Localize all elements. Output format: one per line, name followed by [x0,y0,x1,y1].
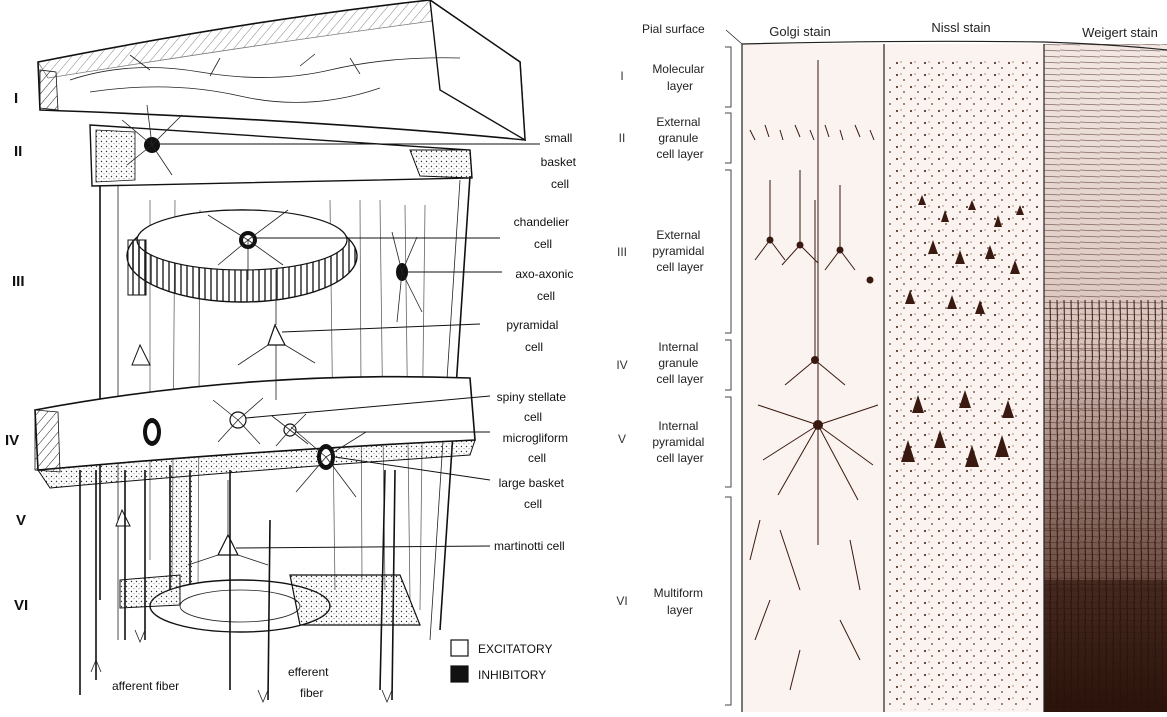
fiber-labels: afferent fiber efferent fiber [112,665,329,700]
layer-name-i: Molecular layer [652,62,707,93]
right-layer-numerals: I II III IV V VI [616,69,627,608]
rnum-iv: IV [616,358,627,372]
label-afferent-fiber: afferent fiber [112,679,179,693]
layer-name-ii: External granule cell layer [656,115,703,161]
label-microgliform: microgliform cell [503,431,572,465]
golgi-stain-title: Golgi stain [769,24,830,39]
layer-ii-plate [90,125,472,186]
golgi-column [742,44,884,712]
label-axo-axonic: axo-axonic cell [515,267,576,303]
numeral-iii: III [12,273,25,290]
rnum-ii: II [619,131,626,145]
layer-name-iv: Internal granule cell layer [656,340,703,386]
label-large-basket: large basket cell [499,476,568,511]
numeral-ii: II [14,143,22,160]
label-small-basket: small basket cell [541,131,580,191]
nissl-stain-title: Nissl stain [931,20,990,35]
rnum-iii: III [617,245,627,259]
label-martinotti: martinotti cell [494,539,565,553]
layer-name-v: Internal pyramidal cell layer [652,419,707,465]
legend-inhibitory: INHIBITORY [478,668,546,682]
right-layer-names: Molecular layer External granule cell la… [652,62,707,617]
numeral-iv: IV [5,432,19,449]
pial-surface-label: Pial surface [642,22,705,36]
layer-name-vi: Multiform layer [654,586,707,617]
numeral-i: I [14,90,18,107]
layer-brackets [725,47,731,705]
layer-numerals: I II III IV V VI [5,90,28,614]
label-efferent-fiber: fiber [300,686,323,700]
label-pyramidal: pyramidal cell [506,318,561,354]
layer-name-iii: External pyramidal cell layer [652,228,707,274]
legend: EXCITATORY INHIBITORY [451,640,552,682]
cortical-column-diagram: I II III IV V VI small basket cell chand… [0,0,590,712]
inhibitory-swatch [451,666,468,682]
rnum-v: V [618,432,626,446]
layer-iii-disk [127,210,357,302]
numeral-v: V [16,512,26,529]
cell-labels: small basket cell chandelier cell axo-ax… [494,131,579,553]
label-spiny-stellate: spiny stellate cell [497,390,570,424]
excitatory-swatch [451,640,468,656]
top-slab [38,0,525,140]
weigert-stain-title: Weigert stain [1082,25,1158,40]
numeral-vi: VI [14,597,28,614]
legend-excitatory: EXCITATORY [478,642,552,656]
label-chandelier: chandelier cell [514,215,573,251]
rnum-i: I [620,69,623,83]
leader-lines [160,144,540,548]
cortical-layers-stains: Pial surface Golgi stain Nissl stain Wei… [600,0,1167,712]
rnum-vi: VI [616,594,627,608]
label-efferent: efferent [288,665,329,679]
